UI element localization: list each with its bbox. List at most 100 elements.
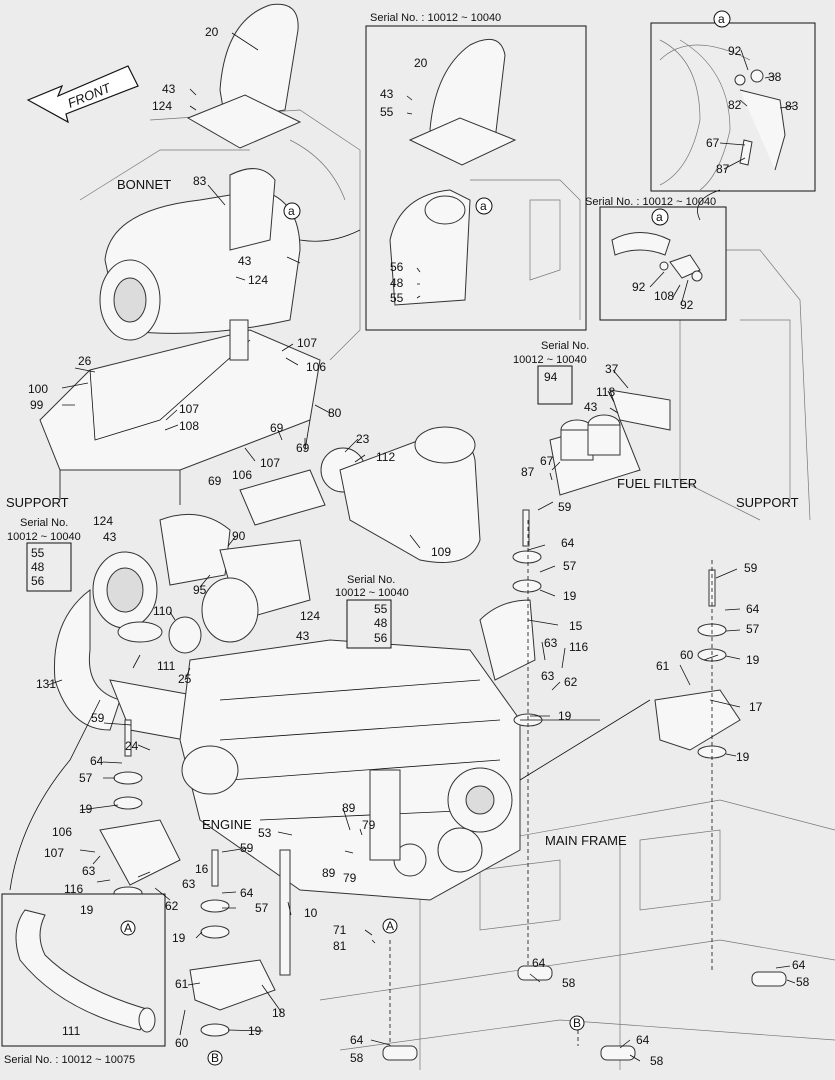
- support-right-label: SUPPORT: [736, 495, 799, 510]
- mount-rear-left: [189, 849, 276, 1037]
- part-61-b: 61: [656, 659, 670, 673]
- part-124-c: 124: [93, 514, 113, 528]
- part-109: 109: [431, 545, 451, 559]
- part-108-b: 108: [654, 289, 674, 303]
- center-stack-serial-line1: Serial No.: [347, 574, 395, 586]
- part-19-a: 19: [79, 802, 93, 816]
- part-80: 80: [328, 406, 342, 420]
- front-arrow: FRONT: [26, 65, 139, 124]
- part-38: 38: [768, 70, 782, 84]
- part-19-h: 19: [736, 750, 750, 764]
- part-107-a: 107: [297, 336, 317, 350]
- part-63-c: 63: [544, 636, 558, 650]
- view-markers: A A B B: [120, 918, 585, 1066]
- frame-plates: [382, 520, 787, 1061]
- part-58-b: 58: [796, 975, 810, 989]
- part-59-a: 59: [91, 711, 105, 725]
- part-64-b: 64: [240, 886, 254, 900]
- part-55-c: 55: [374, 602, 388, 616]
- callout-a-4: a: [656, 210, 663, 224]
- part-20: 20: [205, 25, 219, 39]
- fuel-filter-serial-line2: 10012 ~ 10040: [513, 354, 587, 366]
- part-48-c: 48: [374, 616, 388, 630]
- left-stack-serial-line2: 10012 ~ 10040: [7, 531, 81, 543]
- part-83: 83: [193, 174, 207, 188]
- part-64-a: 64: [90, 754, 104, 768]
- part-79-b: 79: [343, 871, 357, 885]
- part-92-b: 92: [632, 280, 646, 294]
- marker-b-left: B: [211, 1051, 219, 1065]
- part-116-a: 116: [64, 882, 83, 896]
- assembly-labels: BONNET SUPPORT SUPPORT FUEL FILTER ENGIN…: [6, 177, 799, 848]
- callout-a-markers: a a a a: [283, 10, 731, 226]
- engine-block: [179, 639, 521, 976]
- part-87-a: 87: [716, 162, 730, 176]
- part-57-d: 57: [746, 622, 760, 636]
- part-15: 15: [569, 619, 583, 633]
- part-56-l: 56: [31, 574, 45, 588]
- part-56-c: 56: [374, 631, 388, 645]
- part-19-d: 19: [248, 1024, 262, 1038]
- part-59-b: 59: [240, 841, 254, 855]
- part-numbers: 20 43 124 83 43 124 20 43 55 56 48 55 92…: [28, 25, 810, 1068]
- part-19-b: 19: [80, 903, 94, 917]
- inset-hose: [1, 699, 166, 1047]
- part-99: 99: [30, 398, 44, 412]
- part-64-g: 64: [350, 1033, 364, 1047]
- part-92-a: 92: [728, 44, 742, 58]
- part-110: 110: [153, 604, 172, 618]
- part-63-b: 63: [182, 877, 196, 891]
- part-60-b: 60: [680, 648, 694, 662]
- part-111: 111: [157, 659, 176, 673]
- part-24: 24: [125, 739, 139, 753]
- part-16: 16: [195, 862, 209, 876]
- part-55-l: 55: [31, 546, 45, 560]
- part-18: 18: [272, 1006, 286, 1020]
- part-64-h: 64: [636, 1033, 650, 1047]
- part-87-f: 87: [521, 465, 535, 479]
- center-stack-serial-line2: 10012 ~ 10040: [335, 587, 409, 599]
- mount-front-left: [99, 719, 181, 900]
- part-20-inset: 20: [414, 56, 428, 70]
- left-stack-serial-line1: Serial No.: [20, 517, 68, 529]
- support-left-label: SUPPORT: [6, 495, 69, 510]
- part-67-a: 67: [706, 136, 720, 150]
- part-92-c: 92: [680, 298, 694, 312]
- part-106-a: 106: [306, 360, 326, 374]
- part-112: 112: [376, 450, 395, 464]
- part-57-c: 57: [563, 559, 577, 573]
- part-131: 131: [36, 677, 56, 691]
- part-25: 25: [178, 672, 192, 686]
- part-64-e: 64: [532, 956, 546, 970]
- fuel-filter-serial-line1: Serial No.: [541, 340, 589, 352]
- part-59-d: 59: [744, 561, 758, 575]
- part-69-a: 69: [270, 421, 284, 435]
- marker-a-center: A: [386, 919, 394, 933]
- part-124: 124: [152, 99, 172, 113]
- inset-top-serial: Serial No. : 10012 ~ 10040: [370, 12, 501, 24]
- part-37: 37: [605, 362, 619, 376]
- part-111-inset: 111: [62, 1024, 81, 1038]
- part-106-c: 106: [52, 825, 72, 839]
- part-58-a: 58: [562, 976, 576, 990]
- part-71: 71: [333, 923, 347, 937]
- engine-label: ENGINE: [202, 817, 252, 832]
- part-43-c: 43: [103, 530, 117, 544]
- air-cleaner: [99, 3, 302, 341]
- part-10: 10: [304, 906, 318, 920]
- part-90: 90: [232, 529, 246, 543]
- part-64-d: 64: [746, 602, 760, 616]
- part-61-a: 61: [175, 977, 189, 991]
- part-19-g: 19: [746, 653, 760, 667]
- part-43-b: 43: [238, 254, 252, 268]
- part-107-d: 107: [44, 846, 64, 860]
- inset-a-right: [599, 206, 727, 321]
- marker-b-right: B: [573, 1016, 581, 1030]
- part-19-e: 19: [563, 589, 577, 603]
- part-43-d: 43: [296, 629, 310, 643]
- part-56-inset: 56: [390, 260, 404, 274]
- part-79-a: 79: [362, 818, 376, 832]
- part-19-f: 19: [558, 709, 572, 723]
- part-58-d: 58: [650, 1054, 664, 1068]
